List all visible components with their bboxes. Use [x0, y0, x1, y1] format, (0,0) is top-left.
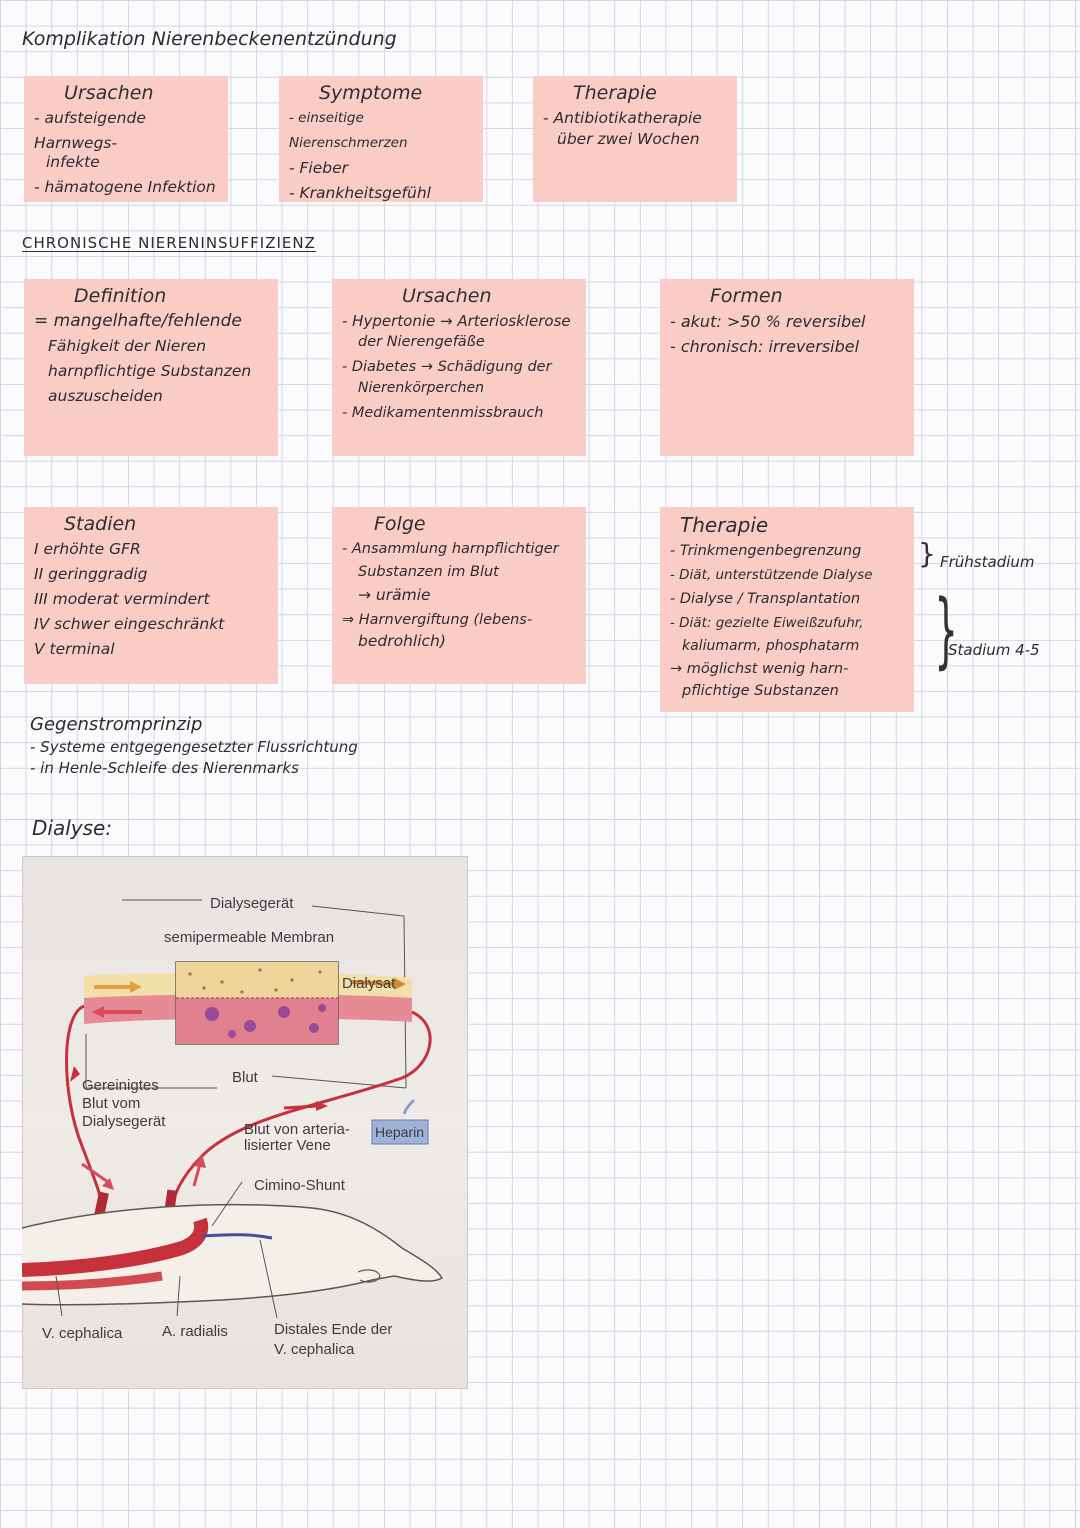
arm-outline: [22, 1203, 444, 1306]
section-title-niereninsuffizienz: CHRONISCHE NIERENINSUFFIZIENZ: [22, 234, 316, 252]
list-item: bedrohlich): [358, 632, 446, 650]
gegenstrom-heading: Gegenstromprinzip: [30, 714, 203, 735]
box-heading: Folge: [374, 513, 426, 535]
list-item: → urämie: [358, 586, 431, 604]
box-heading: Stadien: [64, 513, 137, 535]
return-arrow: [70, 1066, 80, 1082]
list-item: - Fieber: [289, 159, 349, 177]
list-item: auszuscheiden: [48, 387, 163, 405]
box-heading: Therapie: [573, 82, 657, 104]
label-distal-2: V. cephalica: [274, 1341, 355, 1358]
list-item: - einseitige Nierenschmerzen: [289, 110, 408, 151]
box-stadien: Stadien I erhöhte GFR II geringgradig II…: [24, 507, 278, 684]
list-item: pflichtige Substanzen: [682, 683, 839, 699]
list-item: infekte: [46, 153, 100, 171]
dialysis-figure: Dialysegerät semipermeable Membran Dialy…: [22, 856, 468, 1389]
label-dialysegeraet: Dialysegerät: [210, 895, 294, 912]
dialyse-heading: Dialyse:: [32, 816, 113, 840]
list-item: - aufsteigende Harnwegs-: [34, 109, 146, 152]
box-ursachen-2: Ursachen - Hypertonie → Arteriosklerose …: [332, 279, 586, 456]
label-dialysat: Dialysat: [342, 975, 396, 992]
list-item: Nierenkörperchen: [358, 380, 484, 396]
list-item: V terminal: [34, 640, 115, 658]
box-heading: Ursachen: [402, 285, 492, 307]
list-item: II geringgradig: [34, 565, 148, 583]
box-heading: Definition: [74, 285, 167, 307]
list-item: ⇒ Harnvergiftung (lebens-: [342, 612, 533, 628]
list-item: - Dialyse / Transplantation: [670, 591, 861, 607]
list-item: - Systeme entgegengesetzter Flussrichtun…: [30, 738, 358, 756]
list-item: - Diät: gezielte Eiweißzufuhr,: [670, 615, 864, 631]
dialysate-particles: [188, 968, 322, 994]
brace-fruehstadium: }: [918, 537, 936, 570]
vessel-radialis: [22, 1271, 163, 1291]
list-item: - Medikamentenmissbrauch: [342, 405, 544, 421]
list-item: - akut: >50 % reversibel: [670, 312, 866, 331]
list-item: - Trinkmengenbegrenzung: [670, 543, 862, 559]
gegenstrom-block: Gegenstromprinzip - Systeme entgegengese…: [30, 714, 358, 780]
list-item: = mangelhafte/fehlende: [34, 311, 242, 331]
note-fruehstadium: Frühstadium: [940, 553, 1035, 571]
label-gereinigt-3: Dialysegerät: [82, 1113, 166, 1130]
label-blut-vene-2: lisierter Vene: [244, 1137, 331, 1154]
heparin-arrow: [402, 1098, 416, 1115]
list-item: der Nierengefäße: [358, 334, 485, 350]
label-distal-1: Distales Ende der: [274, 1321, 392, 1338]
box-definition: Definition = mangelhafte/fehlende Fähigk…: [24, 279, 278, 456]
list-item: kaliumarm, phosphatarm: [682, 638, 860, 654]
flow-arrow: [283, 1104, 319, 1110]
blood-particles: [205, 1004, 326, 1038]
list-item: - Hypertonie → Arteriosklerose: [342, 312, 571, 330]
label-blut: Blut: [232, 1069, 259, 1086]
box-heading: Formen: [710, 285, 783, 307]
brace-stadium: }: [934, 583, 958, 678]
list-item: - chronisch: irreversibel: [670, 337, 860, 356]
box-therapie-2: Therapie - Trinkmengenbegrenzung - Diät,…: [660, 507, 914, 712]
list-item: - Krankheitsgefühl: [289, 184, 431, 202]
list-item: I erhöhte GFR: [34, 540, 141, 558]
dialysate-chamber: [176, 962, 338, 998]
list-item: IV schwer eingeschränkt: [34, 615, 225, 633]
label-heparin: Heparin: [375, 1124, 424, 1140]
vessel-cephalica: [22, 1217, 209, 1277]
list-item: - Diät, unterstützende Dialyse: [670, 567, 873, 583]
bracket-line: [271, 1075, 407, 1089]
list-item: - in Henle-Schleife des Nierenmarks: [30, 759, 299, 777]
list-item: Fähigkeit der Nieren: [48, 337, 207, 355]
box-heading: Ursachen: [64, 82, 154, 104]
label-a-radialis: A. radialis: [162, 1323, 228, 1340]
thumb-outline: [357, 1269, 381, 1283]
list-item: - hämatogene Infektion: [34, 178, 216, 196]
heparin-badge: [371, 1119, 429, 1145]
label-shunt: Cimino-Shunt: [254, 1177, 346, 1194]
label-gereinigt-1: Gereinigtes: [82, 1077, 159, 1094]
list-item: harnpflichtige Substanzen: [48, 362, 252, 380]
box-therapie-1: Therapie - Antibiotikatherapie über zwei…: [533, 76, 737, 202]
box-folge: Folge - Ansammlung harnpflichtiger Subst…: [332, 507, 586, 684]
dialysate-out-arrow: [351, 980, 395, 986]
list-item: - Antibiotikatherapie: [543, 109, 702, 127]
box-symptome: Symptome - einseitige Nierenschmerzen - …: [279, 76, 483, 202]
blood-chamber: [176, 998, 338, 1044]
list-item: Substanzen im Blut: [358, 564, 499, 580]
box-formen: Formen - akut: >50 % reversibel - chroni…: [660, 279, 914, 456]
dialysis-diagram: Dialysegerät semipermeable Membran Dialy…: [22, 895, 444, 1358]
label-v-cephalica: V. cephalica: [42, 1325, 123, 1342]
bracket-line: [311, 905, 405, 917]
section-title-nierenbecken: Komplikation Nierenbeckenentzündung: [22, 28, 397, 50]
note-stadium: Stadium 4-5: [948, 641, 1040, 659]
box-heading: Symptome: [319, 82, 423, 104]
list-item: → möglichst wenig harn-: [670, 661, 849, 677]
box-heading: Therapie: [680, 513, 769, 537]
dialyse-heading-block: Dialyse:: [32, 816, 112, 840]
list-item: - Diabetes → Schädigung der: [342, 359, 552, 375]
list-item: über zwei Wochen: [557, 130, 700, 148]
label-blut-vene-1: Blut von arteria-: [244, 1121, 350, 1138]
vessel-distal: [201, 1233, 273, 1240]
list-item: III moderat vermindert: [34, 590, 210, 608]
list-item: - Ansammlung harnpflichtiger: [342, 541, 559, 557]
box-ursachen: Ursachen - aufsteigende Harnwegs- infekt…: [24, 76, 228, 202]
label-gereinigt-2: Blut vom: [82, 1095, 140, 1112]
label-membran: semipermeable Membran: [164, 929, 334, 946]
